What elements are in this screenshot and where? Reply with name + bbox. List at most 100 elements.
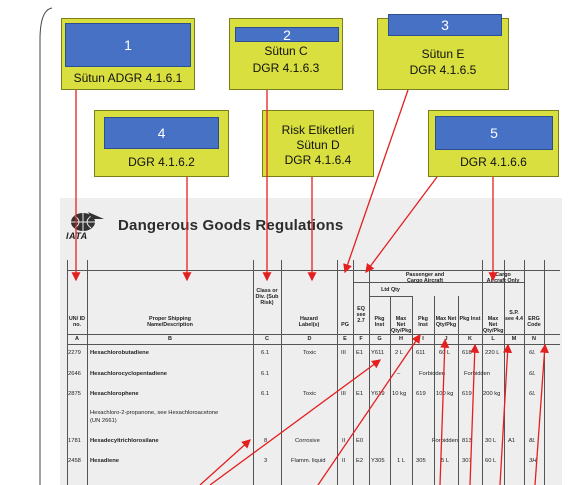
row-g: Y305: [371, 458, 385, 464]
row-i: Forbidden: [432, 438, 459, 444]
row-l: 200 kg: [483, 391, 501, 397]
col-header-a: UN/ ID no.: [68, 316, 86, 328]
row-name: Hexachlorobutadiene: [90, 350, 149, 356]
callout-3: 3 Sütun E DGR 4.1.6.5: [377, 14, 509, 90]
col-header-m: S.P. see 4.4: [505, 310, 523, 322]
col-header-k: Pkg Inst: [459, 316, 481, 322]
callout-4-text: DGR 4.1.6.2: [128, 155, 195, 169]
row-j: 60 L: [439, 350, 451, 356]
col-header-c: Class or Div. (Sub Risk): [255, 288, 279, 306]
regulations-document: IATA Dangerous Goods Regulations Passeng…: [60, 198, 562, 485]
callout-1-text: Sütun ADGR 4.1.6.1: [73, 71, 183, 85]
col-header-l: Max Net Qty/Pkg: [483, 316, 504, 334]
row-j: 5 L: [441, 458, 450, 464]
row-un: 2875: [68, 391, 81, 397]
row-h: 1 L: [397, 458, 406, 464]
row-eq: E1: [356, 350, 364, 356]
row-label: Toxic: [303, 391, 317, 397]
row-name: Hexachlorocyclopentadiene: [90, 371, 167, 377]
callout-2-line1: Sütun C: [264, 44, 308, 58]
callout-1: 1 Sütun ADGR 4.1.6.1: [61, 18, 195, 90]
row-n: 6L: [529, 350, 536, 356]
row-n: 6L: [529, 371, 536, 377]
row-k: 619: [462, 391, 472, 397]
row-h: 2 L: [395, 350, 404, 356]
row-label: Flamm. liquid: [291, 458, 326, 464]
row-eq: E0: [356, 438, 364, 444]
callout-3-line2: DGR 4.1.6.5: [409, 63, 477, 77]
col-header-j: Max Net Qty/Pkg: [435, 316, 457, 328]
col-letter-b: B: [168, 336, 172, 342]
row-class: 8: [264, 438, 268, 444]
callout-2-line2: DGR 4.1.6.3: [252, 61, 320, 75]
row-j: 100 kg: [436, 391, 454, 397]
col-header-h: Max Net Qty/Pkg: [391, 316, 412, 334]
row-g: Y611: [371, 350, 385, 356]
callout-3-line1: Sütun E: [421, 47, 465, 61]
col-letter-d: D: [307, 336, 312, 342]
callout-risk-line1: Risk Etiketleri: [281, 123, 355, 137]
col-header-i: Pkg Inst: [418, 316, 428, 328]
callout-2: 2 Sütun C DGR 4.1.6.3: [229, 18, 343, 90]
col-header-e: PG: [341, 322, 349, 328]
iata-globe-icon: [71, 212, 104, 231]
row-h: –: [397, 371, 401, 377]
callout-risk-labels: Risk Etiketleri Sütun D DGR 4.1.6.4: [262, 110, 374, 177]
row-n: 8L: [529, 438, 536, 444]
row-un: 2279: [68, 350, 81, 356]
col-header-d: Hazard Label(s): [298, 316, 320, 328]
row-name: Hexachloro-2-propanone, see Hexachloroac…: [90, 410, 219, 416]
col-letter-k: K: [468, 336, 472, 342]
col-header-g: Pkg Inst: [374, 316, 385, 328]
row-un: 2458: [68, 458, 81, 464]
row-name: Hexadiene: [90, 458, 119, 464]
col-letter-m: M: [511, 336, 517, 342]
col-letter-a: A: [75, 336, 79, 342]
row-class: 6.1: [261, 391, 270, 397]
row-l: 30 L: [485, 438, 497, 444]
row-name: Hexadecyltrichlorosilane: [90, 438, 159, 444]
col-letter-l: L: [491, 336, 495, 342]
row-i: 305: [416, 458, 426, 464]
row-pg: III: [341, 391, 346, 397]
col-letter-f: F: [359, 336, 363, 342]
row-n: 6L: [529, 391, 536, 397]
row-pg: II: [342, 438, 346, 444]
iata-logo: IATA: [66, 210, 106, 244]
col-header-b: Proper Shipping Name/Description: [147, 316, 193, 328]
row-un: 2646: [68, 371, 81, 377]
callout-5: 5 DGR 4.1.6.6: [428, 110, 559, 177]
col-letter-j: J: [444, 336, 448, 342]
row-l: 60 L: [485, 458, 497, 464]
callout-5-text: DGR 4.1.6.6: [460, 155, 527, 169]
row-eq: E1: [356, 391, 364, 397]
col-letter-c: C: [265, 336, 269, 342]
row-n: 3H: [529, 458, 537, 464]
row-k: Forbidden: [464, 371, 491, 377]
callout-4-number: 4: [104, 117, 219, 149]
row-m: A1: [508, 438, 516, 444]
col-letter-g: G: [377, 336, 382, 342]
row-g: Y619: [371, 391, 385, 397]
col-letter-e: E: [343, 336, 347, 342]
row-name-cont: (UN 2661): [90, 418, 117, 424]
row-k: 307: [462, 458, 472, 464]
callout-4: 4 DGR 4.1.6.2: [94, 110, 229, 177]
callout-5-number: 5: [435, 116, 553, 150]
document-title: Dangerous Goods Regulations: [118, 217, 344, 234]
row-class: 6.1: [261, 350, 270, 356]
row-i: 619: [416, 391, 426, 397]
row-eq: E2: [356, 458, 364, 464]
row-name: Hexachlorophene: [90, 391, 139, 397]
group-header-ltd-qty: Ltd Qty: [381, 287, 400, 293]
col-letter-h: H: [399, 336, 403, 342]
callout-risk-line3: DGR 4.1.6.4: [284, 153, 352, 167]
row-i: 611: [416, 350, 426, 356]
row-pg: II: [342, 458, 346, 464]
row-un: 1781: [68, 438, 81, 444]
col-header-n: ERG Code: [527, 316, 541, 328]
